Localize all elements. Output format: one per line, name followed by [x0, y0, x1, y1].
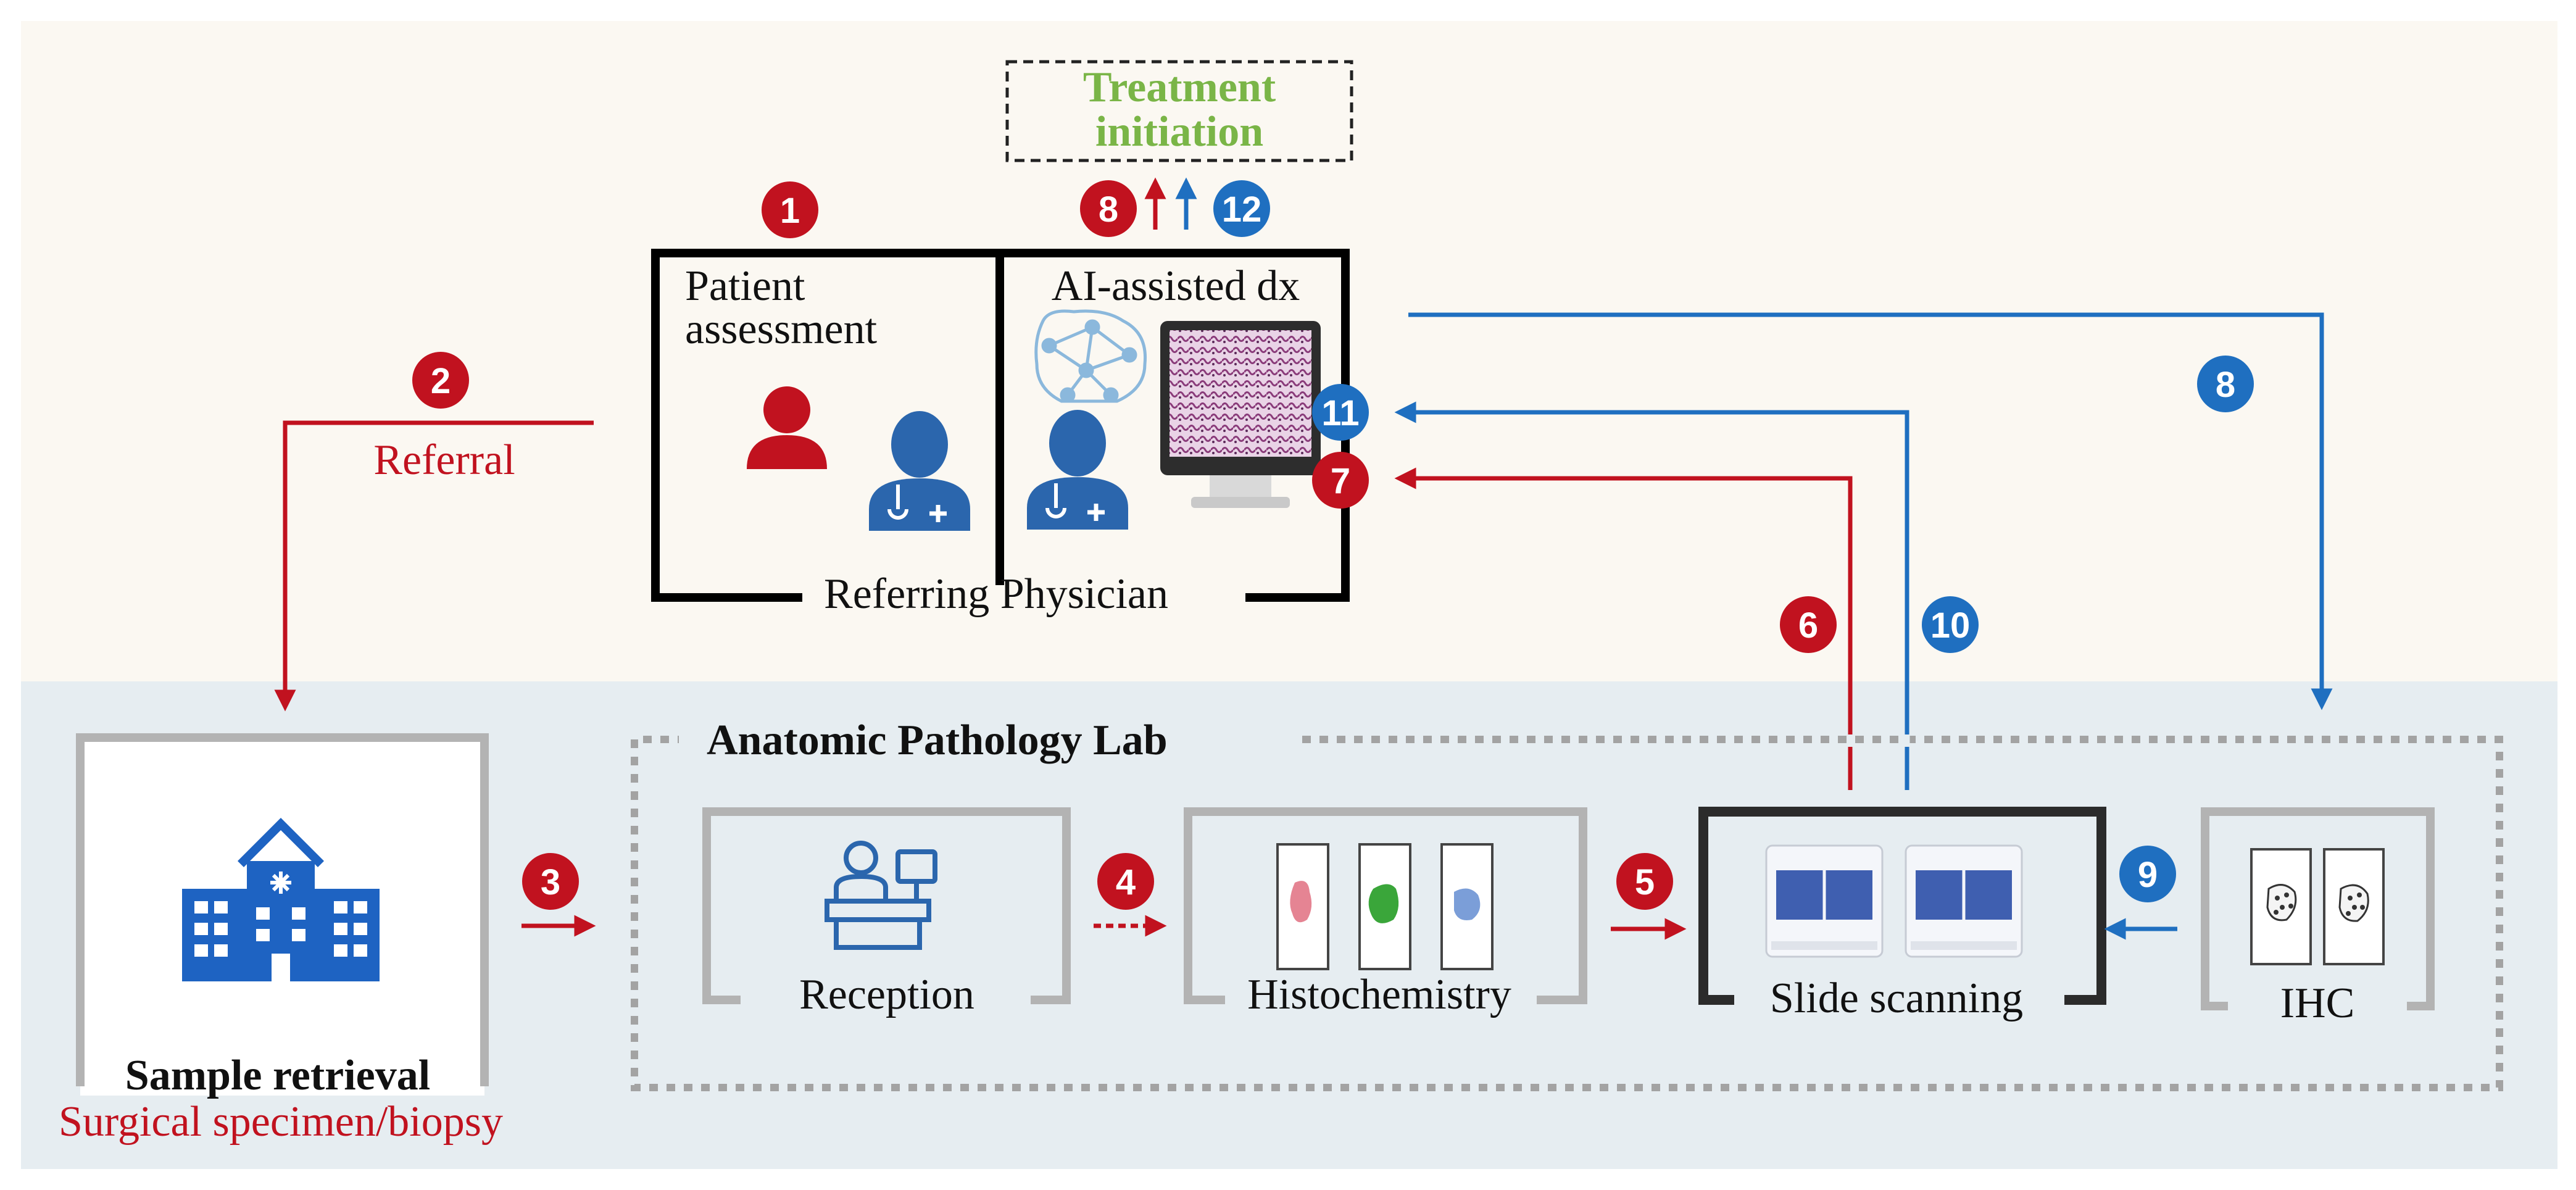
svg-text:3: 3 [541, 862, 560, 902]
svg-text:9: 9 [2138, 855, 2158, 895]
physician-panel [651, 249, 1350, 602]
ihc-frame [2201, 807, 2435, 1010]
lab-frame [631, 736, 2503, 1091]
patient-icon [747, 386, 827, 469]
ihc-label: IHC [2280, 980, 2355, 1027]
badge-10: 10 [1922, 596, 1979, 653]
svg-text:10: 10 [1930, 605, 1971, 646]
lab-title: Anatomic Pathology Lab [707, 717, 1168, 764]
badge-2: 2 [412, 352, 469, 409]
treatment-line2: initiation [1095, 108, 1263, 156]
sample-subtitle: Surgical specimen/biopsy [59, 1098, 503, 1146]
svg-text:4: 4 [1116, 862, 1136, 902]
badge-11: 11 [1312, 384, 1369, 441]
assessment-line2: assessment [685, 306, 878, 353]
doctor-icon-ai [1027, 410, 1128, 530]
badge-1: 1 [762, 181, 818, 238]
svg-text:6: 6 [1798, 605, 1818, 646]
histochemistry-frame [1184, 807, 1587, 1004]
reception-label: Reception [799, 971, 974, 1018]
histochemistry-label: Histochemistry [1247, 971, 1511, 1018]
neural-network-icon [1034, 309, 1147, 403]
svg-text:2: 2 [431, 361, 451, 401]
arrow-referral [274, 420, 594, 712]
treatment-box [1005, 60, 1353, 162]
svg-text:1: 1 [780, 191, 800, 231]
slide-scanner-icon [1765, 844, 2023, 958]
reception-desk-icon [825, 841, 937, 950]
svg-text:5: 5 [1635, 862, 1655, 902]
arrow-11 [1394, 401, 1909, 790]
sample-title: Sample retrieval [125, 1052, 430, 1099]
svg-text:12: 12 [1222, 189, 1262, 230]
scanning-frame [1698, 807, 2106, 1005]
arrow-7 [1394, 467, 1853, 790]
badge-4: 4 [1097, 853, 1154, 910]
badge-8: 8 [2197, 356, 2254, 412]
badge-3: 3 [522, 853, 579, 910]
arrow-8 [1408, 312, 2333, 710]
svg-text:8: 8 [2216, 365, 2235, 405]
badge-7: 7 [1312, 452, 1369, 509]
badge-12: 12 [1213, 180, 1270, 237]
badge-9: 9 [2119, 846, 2176, 902]
badge-8-top: 8 [1080, 180, 1137, 237]
assessment-line1: Patient [685, 262, 805, 310]
svg-text:8: 8 [1099, 189, 1118, 230]
ai-label: AI-assisted dx [1052, 262, 1300, 310]
reception-frame [702, 807, 1071, 1004]
hospital-icon [182, 818, 380, 981]
badge-5: 5 [1616, 853, 1673, 910]
doctor-icon [869, 411, 970, 531]
ihc-slides-icon [2250, 848, 2385, 965]
svg-text:7: 7 [1331, 461, 1350, 501]
treatment-line1: Treatment [1083, 64, 1276, 111]
physician-label: Referring Physician [824, 570, 1168, 618]
svg-text:11: 11 [1321, 393, 1359, 433]
scanning-label: Slide scanning [1770, 975, 2023, 1022]
badge-6: 6 [1780, 596, 1837, 653]
monitor-icon [1160, 321, 1321, 508]
stained-slides-icon [1276, 843, 1494, 970]
referral-label: Referral [373, 436, 515, 484]
